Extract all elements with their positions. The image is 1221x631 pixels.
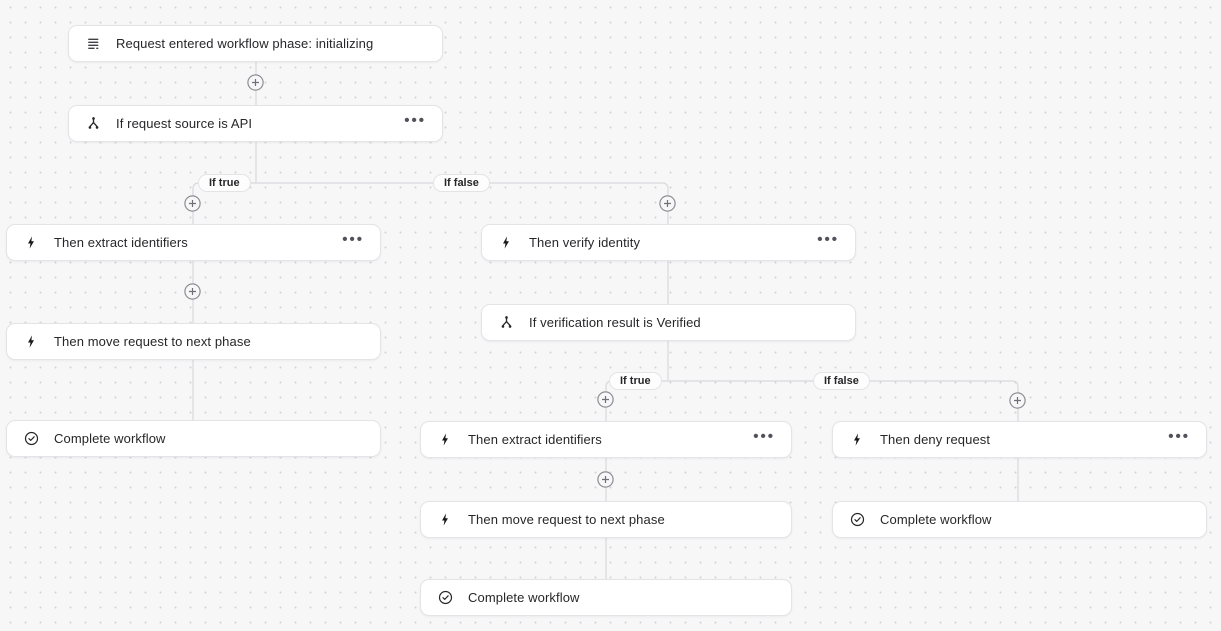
node-label: Complete workflow bbox=[54, 431, 166, 446]
node-complete-workflow[interactable]: Complete workflow bbox=[832, 501, 1207, 538]
plus-icon bbox=[247, 74, 264, 91]
node-label: Request entered workflow phase: initiali… bbox=[116, 36, 374, 51]
plus-icon bbox=[659, 195, 676, 212]
branch-split-icon bbox=[85, 116, 101, 132]
node-condition-source[interactable]: If request source is API ••• bbox=[68, 105, 443, 142]
node-label: Then deny request bbox=[880, 432, 991, 447]
node-deny-request[interactable]: Then deny request ••• bbox=[832, 421, 1207, 458]
bolt-icon bbox=[437, 512, 453, 528]
add-step-button[interactable] bbox=[184, 195, 201, 212]
node-extract-identifiers[interactable]: Then extract identifiers ••• bbox=[6, 224, 381, 261]
check-circle-icon bbox=[23, 431, 39, 447]
plus-icon bbox=[184, 283, 201, 300]
node-complete-workflow[interactable]: Complete workflow bbox=[6, 420, 381, 457]
node-move-next-phase[interactable]: Then move request to next phase bbox=[6, 323, 381, 360]
add-step-button[interactable] bbox=[247, 74, 264, 91]
plus-icon bbox=[597, 391, 614, 408]
plus-icon bbox=[597, 471, 614, 488]
log-lines-icon bbox=[85, 36, 101, 52]
add-step-button[interactable] bbox=[597, 391, 614, 408]
node-label: Then extract identifiers bbox=[54, 235, 188, 250]
node-menu-button[interactable]: ••• bbox=[342, 230, 364, 248]
add-step-button[interactable] bbox=[1009, 392, 1026, 409]
node-label: Then verify identity bbox=[529, 235, 641, 250]
node-trigger[interactable]: Request entered workflow phase: initiali… bbox=[68, 25, 443, 62]
node-menu-button[interactable]: ••• bbox=[1168, 427, 1190, 445]
branch-label-if-false: If false bbox=[433, 174, 490, 192]
node-label: Complete workflow bbox=[468, 590, 580, 605]
check-circle-icon bbox=[849, 512, 865, 528]
node-complete-workflow[interactable]: Complete workflow bbox=[420, 579, 792, 616]
bolt-icon bbox=[849, 432, 865, 448]
bolt-icon bbox=[23, 235, 39, 251]
node-label: Complete workflow bbox=[880, 512, 992, 527]
branch-label-if-true: If true bbox=[609, 372, 662, 390]
bolt-icon bbox=[498, 235, 514, 251]
plus-icon bbox=[1009, 392, 1026, 409]
node-label: If verification result is Verified bbox=[529, 315, 701, 330]
node-extract-identifiers[interactable]: Then extract identifiers ••• bbox=[420, 421, 792, 458]
bolt-icon bbox=[23, 334, 39, 350]
node-menu-button[interactable]: ••• bbox=[817, 230, 839, 248]
node-label: Then move request to next phase bbox=[54, 334, 251, 349]
add-step-button[interactable] bbox=[597, 471, 614, 488]
node-verify-identity[interactable]: Then verify identity ••• bbox=[481, 224, 856, 261]
bolt-icon bbox=[437, 432, 453, 448]
plus-icon bbox=[184, 195, 201, 212]
branch-label-if-false: If false bbox=[813, 372, 870, 390]
node-menu-button[interactable]: ••• bbox=[404, 111, 426, 129]
check-circle-icon bbox=[437, 590, 453, 606]
node-label: Then extract identifiers bbox=[468, 432, 602, 447]
node-menu-button[interactable]: ••• bbox=[753, 427, 775, 445]
node-condition-verified[interactable]: If verification result is Verified bbox=[481, 304, 856, 341]
node-move-next-phase[interactable]: Then move request to next phase bbox=[420, 501, 792, 538]
node-label: If request source is API bbox=[116, 116, 253, 131]
add-step-button[interactable] bbox=[659, 195, 676, 212]
add-step-button[interactable] bbox=[184, 283, 201, 300]
branch-split-icon bbox=[498, 315, 514, 331]
node-label: Then move request to next phase bbox=[468, 512, 665, 527]
branch-label-if-true: If true bbox=[198, 174, 251, 192]
